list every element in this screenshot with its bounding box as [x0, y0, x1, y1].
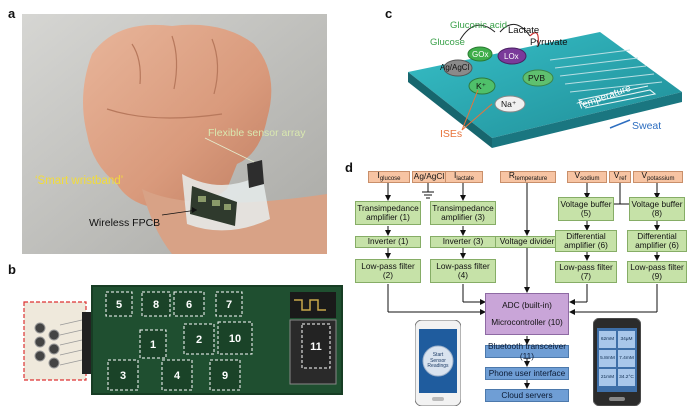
bluetooth-transceiver: Bluetooth transceiver (11)	[485, 342, 569, 360]
adc-label: ADC (built-in)	[502, 299, 552, 310]
panel-b-pcb: 1 2 3 4 5 6 7 8 9 10 11	[22, 280, 344, 400]
input-i-glucose: Iglucose	[368, 170, 410, 183]
sodium-ise-label: Na⁺	[501, 99, 517, 109]
input-v-sodium: Vsodium	[567, 170, 607, 183]
pcb-component-boxes: 1 2 3 4 5 6 7 8 9 10 11	[105, 291, 331, 391]
pcb-component-number-7: 7	[226, 299, 232, 311]
adc-microcontroller-block: ADC (built-in) Microcontroller (10)	[485, 293, 569, 335]
lactate-label: Lactate	[508, 25, 540, 36]
pcb-component-box-11	[301, 323, 331, 369]
smart-wristband-label: ‘Smart wristband’	[35, 175, 124, 187]
glucose-label: Glucose	[430, 37, 465, 48]
pcb-component-box-3	[107, 359, 139, 391]
pcb-component-box-6	[173, 291, 205, 317]
low-pass-filter-9: Low-pass filter (9)	[627, 261, 687, 283]
panel-a-letter: a	[8, 6, 16, 21]
low-pass-filter-7: Low-pass filter (7)	[555, 261, 617, 283]
flexible-sensor-array-label: Flexible sensor array	[208, 127, 306, 139]
voltage-buffer-8: Voltage buffer (8)	[629, 197, 685, 221]
phone-user-interface: Phone user interface	[485, 367, 569, 380]
sensor-array-3d-illustration	[408, 24, 682, 148]
panel-c-letter: c	[385, 6, 393, 21]
voltage-divider: Voltage divider	[495, 236, 559, 248]
panel-a-photo: Flexible sensor array ‘Smart wristband’ …	[22, 14, 327, 254]
wireless-fpcb-label: Wireless FPCB	[89, 217, 161, 229]
phone-reading-tile: 21mM	[599, 369, 616, 386]
pcb-component-number-8: 8	[153, 299, 159, 311]
pcb-component-number-9: 9	[222, 370, 228, 382]
pcb-component-number-11: 11	[310, 341, 322, 353]
agagcl-label: Ag/AgCl	[440, 63, 470, 72]
low-pass-filter-4: Low-pass filter (4)	[430, 259, 496, 283]
cloud-servers: Cloud servers	[485, 389, 569, 402]
pcb-photo-illustration: 1 2 3 4 5 6 7 8 9 10 11	[22, 280, 344, 400]
inverter-1: Inverter (1)	[355, 236, 421, 248]
differential-amplifier-6b: Differential amplifier (6)	[627, 230, 687, 252]
low-pass-filter-2: Low-pass filter (2)	[355, 259, 421, 283]
pcb-component-box-10	[217, 321, 253, 355]
phone-reading-tile: 7.4mM	[618, 350, 635, 367]
pcb-component-box-8	[141, 291, 171, 317]
input-agagcl: Ag/AgCl	[412, 171, 446, 183]
pvb-label: PVB	[528, 73, 546, 83]
differential-amplifier-6a: Differential amplifier (6)	[555, 230, 617, 252]
phone-left: Start Sensor Readings	[414, 319, 462, 407]
potassium-ise-label: K⁺	[476, 81, 487, 91]
transimpedance-amplifier-3: Transimpedance amplifier (3)	[430, 201, 496, 225]
transimpedance-amplifier-1: Transimpedance amplifier (1)	[355, 201, 421, 225]
phone-reading-tile: 34μM	[618, 331, 635, 348]
pyruvate-label: Pyruvate	[530, 37, 568, 48]
pcb-component-number-3: 3	[120, 370, 126, 382]
panel-d-letter: d	[345, 160, 353, 175]
pcb-component-box-5	[105, 291, 133, 317]
pcb-component-box-2	[183, 323, 215, 355]
panel-d-block-diagram: Iglucose Ag/AgCl Ilactate Rtemperature V…	[345, 160, 695, 410]
pcb-component-number-1: 1	[150, 339, 156, 351]
microcontroller-label: Microcontroller (10)	[491, 317, 563, 327]
panel-c-sensor-schematic: Glucose Gluconic acid Lactate Pyruvate A…	[400, 10, 685, 160]
phone-reading-tile: 62mM	[599, 331, 616, 348]
ises-label: ISEs	[440, 128, 463, 140]
gox-label: GOx	[472, 50, 489, 59]
input-i-lactate: Ilactate	[445, 170, 483, 183]
pcb-component-number-2: 2	[196, 334, 202, 346]
pcb-component-number-6: 6	[186, 299, 192, 311]
input-v-potassium: Vpotassium	[633, 170, 683, 183]
phone-reading-tile: 34.2°C	[618, 369, 635, 386]
pcb-component-box-7	[215, 291, 243, 317]
start-sensor-readings-button[interactable]: Start Sensor Readings	[427, 352, 449, 369]
sweat-label: Sweat	[632, 120, 662, 132]
pcb-component-number-5: 5	[116, 299, 122, 311]
inverter-3: Inverter (3)	[430, 236, 496, 248]
gluconic-acid-label: Gluconic acid	[450, 20, 508, 31]
pcb-component-box-9	[209, 359, 241, 391]
pcb-component-number-10: 10	[229, 333, 241, 345]
pcb-component-box-4	[161, 359, 193, 391]
panel-b-letter: b	[8, 262, 16, 277]
wrist-photo-illustration	[22, 14, 327, 254]
phone-reading-tile: 5.8mM	[599, 350, 616, 367]
voltage-buffer-5: Voltage buffer (5)	[558, 197, 614, 221]
pcb-component-number-4: 4	[174, 370, 181, 382]
input-r-temperature: Rtemperature	[500, 170, 556, 183]
input-v-ref: Vref	[609, 170, 631, 183]
pcb-component-box-1	[139, 329, 167, 359]
lox-label: LOx	[504, 52, 519, 61]
